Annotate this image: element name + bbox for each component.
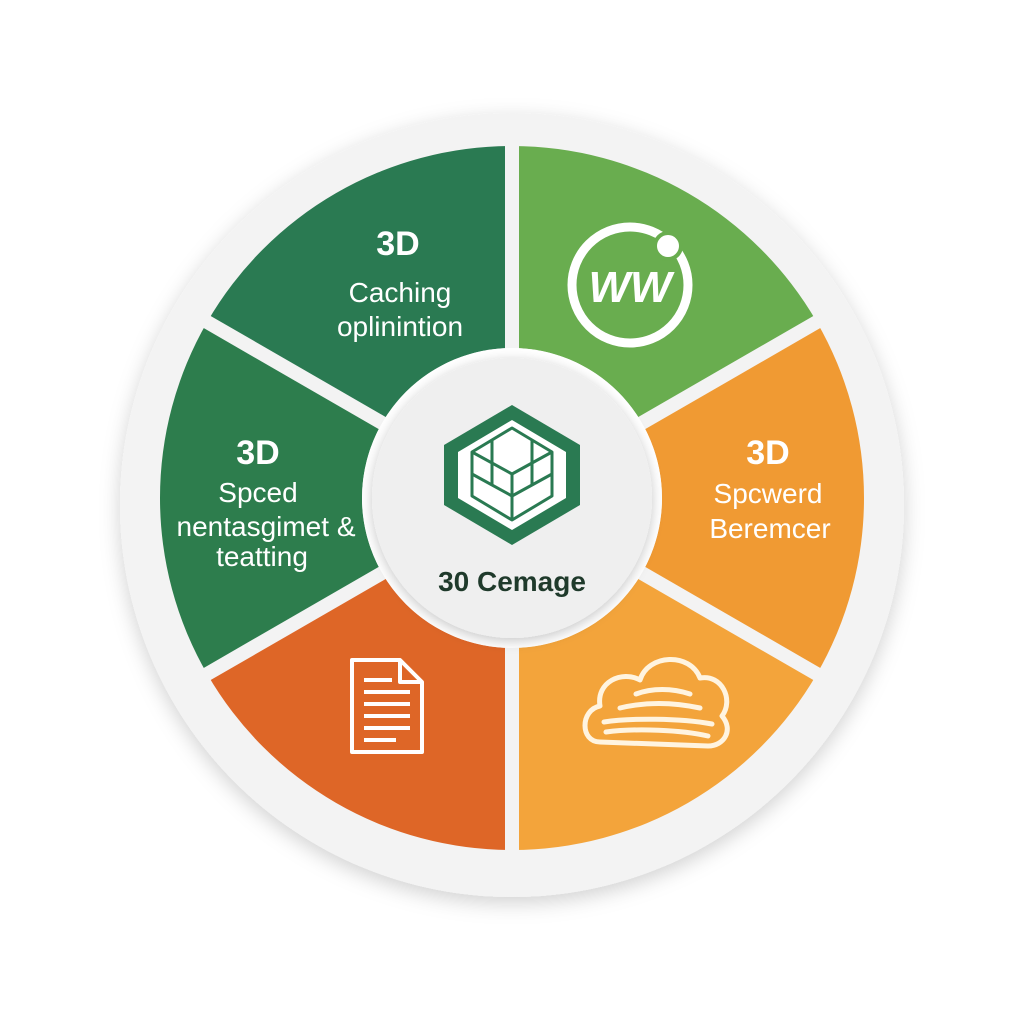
label-top-left: 3D Caching oplinintion (337, 225, 463, 342)
line-left-1: Spced (218, 477, 297, 508)
line-left-3: teatting (216, 541, 308, 572)
title-right: 3D (746, 434, 789, 472)
segment-separator (200, 313, 390, 432)
line-right-1: Spcwerd (714, 478, 823, 509)
www-icon-text: WW (588, 263, 675, 312)
segment-bottom-right (512, 573, 817, 850)
www-globe-icon: WW (567, 222, 693, 348)
title-left: 3D (236, 434, 279, 472)
center-hub: 30 Cemage (362, 348, 662, 648)
segment-separator (200, 564, 390, 683)
label-right: 3D Spcwerd Beremcer (709, 434, 830, 544)
cube-icon (444, 405, 580, 545)
line-top-left-1: Caching (349, 277, 452, 308)
segment-right (641, 322, 864, 674)
segment-left (160, 322, 383, 674)
segment-top-right (512, 146, 817, 423)
title-top-left: 3D (376, 225, 419, 263)
document-icon (350, 658, 424, 754)
separators (200, 142, 824, 854)
line-right-2: Beremcer (709, 513, 830, 544)
line-left-2: nentasgimet & (177, 511, 356, 542)
segments-group (160, 146, 864, 850)
line-top-left-2: oplinintion (337, 311, 463, 342)
segment-separator (634, 564, 824, 683)
segment-top-left (207, 146, 512, 423)
segment-bottom-left (207, 573, 512, 850)
segment-separator (634, 313, 824, 432)
cloud-icon (582, 657, 730, 749)
center-label: 30 Cemage (438, 566, 586, 597)
label-left: 3D Spced nentasgimet & teatting (177, 434, 356, 572)
